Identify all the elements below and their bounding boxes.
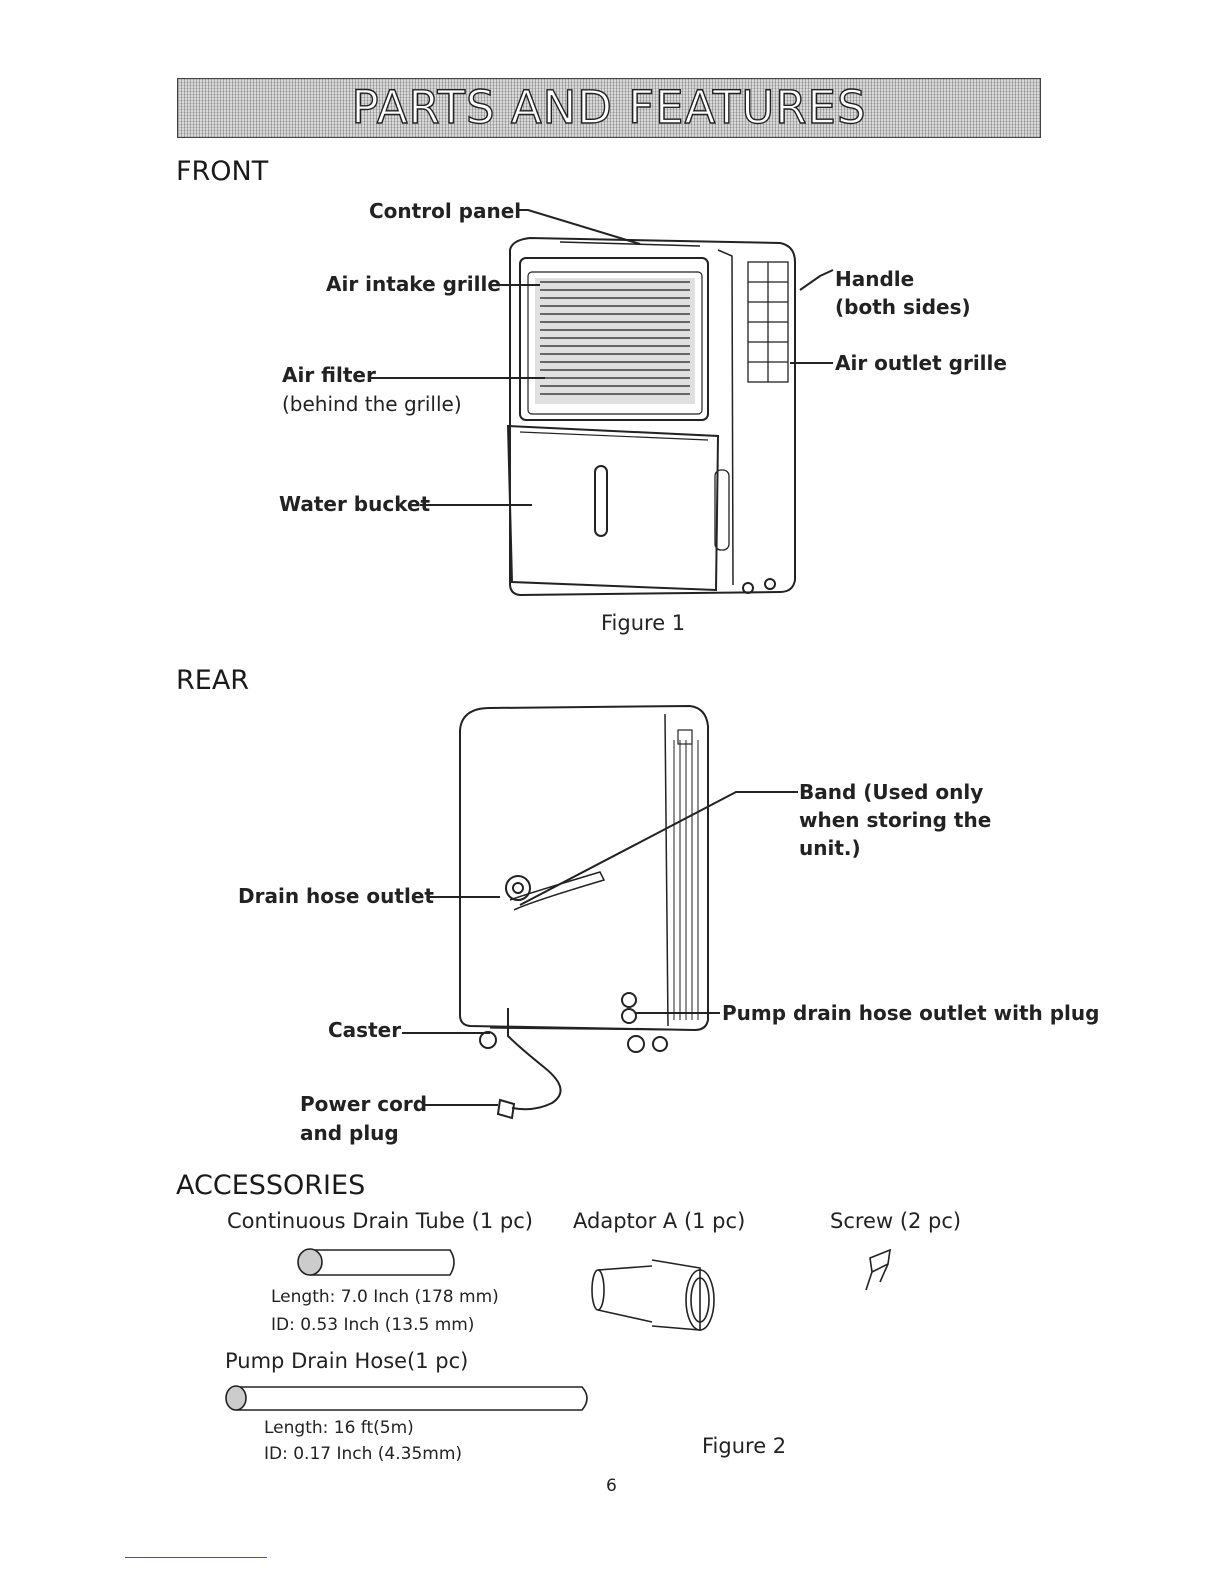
label-band-line2: when storing the [799,808,992,832]
label-power-cord-line2: and plug [300,1121,399,1145]
drain-tube-title: Continuous Drain Tube (1 pc) [227,1209,533,1233]
label-air-intake-grille: Air intake grille [326,272,501,296]
pump-hose-length: Length: 16 ft(5m) [264,1418,414,1438]
page-title: PARTS AND FEATURES [351,80,867,134]
label-handle-sub: (both sides) [835,295,971,319]
pump-hose-id: ID: 0.17 Inch (4.35mm) [264,1444,463,1464]
label-band-line3: unit.) [799,836,861,860]
front-unit-illustration [370,209,834,597]
label-band-line1: Band (Used only [799,780,984,804]
drain-tube-id: ID: 0.53 Inch (13.5 mm) [271,1315,475,1335]
page-number: 6 [606,1476,617,1496]
figure-1-caption: Figure 1 [601,611,686,635]
accessories-illustrations [225,1248,891,1411]
rear-heading: REAR [176,665,250,696]
label-air-filter-sub: (behind the grille) [282,392,462,416]
label-air-outlet-grille: Air outlet grille [835,351,1007,375]
drain-tube-length: Length: 7.0 Inch (178 mm) [271,1287,499,1307]
accessories-heading: ACCESSORIES [176,1170,366,1201]
label-drain-hose-outlet: Drain hose outlet [238,884,434,908]
front-heading: FRONT [176,156,269,187]
label-pump-drain-hose-outlet: Pump drain hose outlet with plug [722,1001,1100,1025]
label-caster: Caster [328,1018,402,1042]
pump-hose-title: Pump Drain Hose(1 pc) [225,1349,469,1373]
adaptor-title: Adaptor A (1 pc) [573,1209,746,1233]
rear-unit-illustration [402,704,798,1120]
screw-title: Screw (2 pc) [830,1209,962,1233]
title-banner-background [177,78,1041,138]
label-water-bucket: Water bucket [279,492,431,516]
figure-2-caption: Figure 2 [702,1434,787,1458]
label-control-panel: Control panel [369,199,522,223]
label-air-filter: Air filter [282,363,376,387]
label-handle: Handle [835,267,915,291]
footer-rule [125,1557,267,1558]
label-power-cord-line1: Power cord [300,1092,428,1116]
